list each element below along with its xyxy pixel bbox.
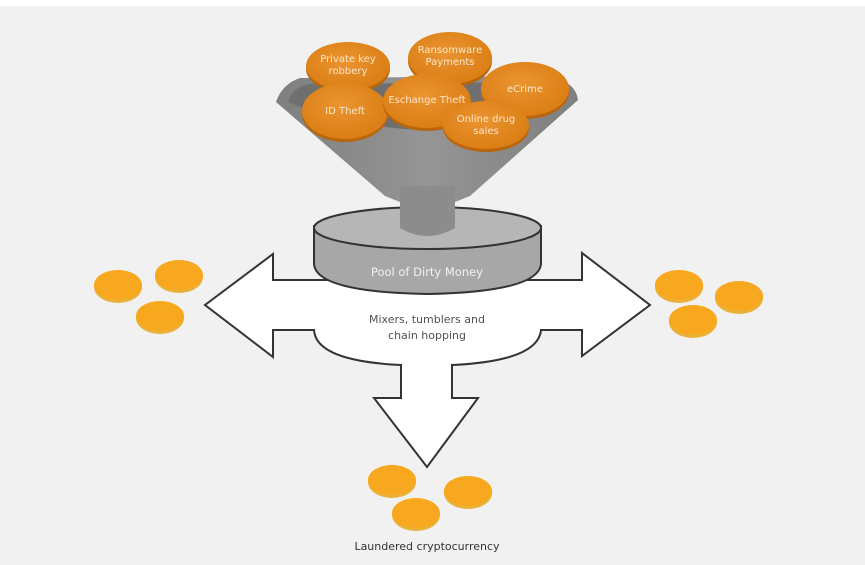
output-coin bbox=[136, 301, 184, 331]
bottom-output-coins bbox=[368, 465, 492, 531]
coin-id-theft: ID Theft bbox=[302, 83, 388, 142]
output-label: Laundered cryptocurrency bbox=[354, 540, 500, 553]
coin-label-line: Online drug bbox=[457, 114, 516, 125]
source-coins: Private key robbery Ransomware Payments … bbox=[302, 32, 569, 152]
coin-label-line: Ransomware bbox=[418, 45, 483, 56]
coin-ransomware-payments: Ransomware Payments bbox=[408, 32, 492, 87]
diagram-canvas: Private key robbery Ransomware Payments … bbox=[0, 6, 865, 565]
output-coin bbox=[368, 465, 416, 495]
coin-label-line: Eschange Theft bbox=[388, 95, 465, 106]
coin-label-line: robbery bbox=[329, 66, 368, 77]
output-coin bbox=[655, 270, 703, 300]
output-coin bbox=[669, 305, 717, 335]
coin-online-drug-sales: Online drug sales bbox=[443, 101, 529, 152]
pool-label: Pool of Dirty Money bbox=[371, 265, 483, 279]
coin-label-line: Payments bbox=[426, 57, 475, 68]
mixer-label-line: Mixers, tumblers and bbox=[369, 313, 485, 326]
mixer-label-line: chain hopping bbox=[388, 329, 466, 342]
output-coin bbox=[155, 260, 203, 290]
left-output-coins bbox=[94, 260, 203, 334]
output-coin bbox=[392, 498, 440, 528]
output-coin bbox=[715, 281, 763, 311]
distribution-arrows bbox=[203, 250, 652, 469]
coin-label-line: Private key bbox=[320, 54, 376, 65]
coin-label-line: sales bbox=[473, 126, 498, 137]
output-coin bbox=[94, 270, 142, 300]
coin-label-line: ID Theft bbox=[325, 106, 365, 117]
funnel-neck bbox=[400, 186, 455, 236]
right-output-coins bbox=[655, 270, 763, 338]
coin-private-key-robbery: Private key robbery bbox=[306, 42, 390, 93]
coin-label-line: eCrime bbox=[507, 84, 543, 95]
output-coin bbox=[444, 476, 492, 506]
laundering-diagram: Private key robbery Ransomware Payments … bbox=[94, 32, 763, 553]
